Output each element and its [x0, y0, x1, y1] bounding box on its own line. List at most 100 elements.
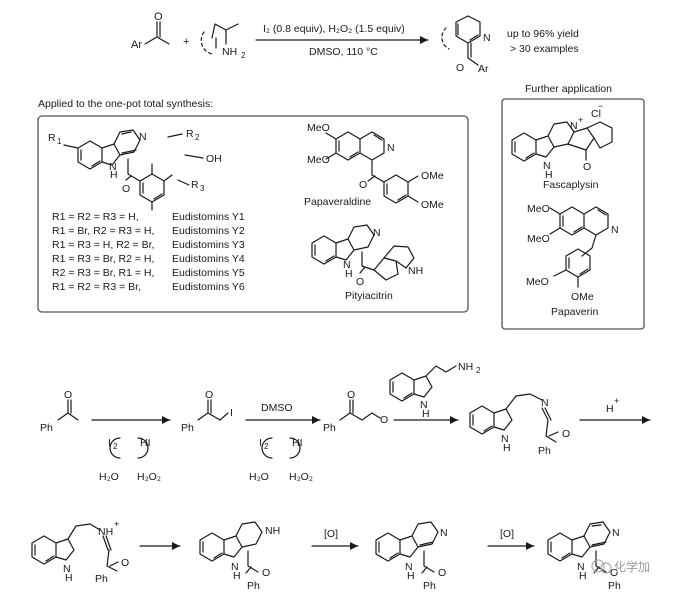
- reaction-conditions-bottom: DMSO, 110 °C: [309, 46, 378, 58]
- svg-text:O: O: [64, 389, 72, 401]
- svg-text:N: N: [231, 561, 239, 573]
- svg-text:MeO: MeO: [527, 203, 550, 215]
- iodoacetophenone: O: [197, 389, 229, 421]
- svg-text:O: O: [562, 428, 570, 440]
- ar-label: Ar: [131, 39, 142, 51]
- svg-text:N: N: [501, 433, 509, 445]
- svg-text:N: N: [405, 561, 413, 573]
- svg-text:[O]: [O]: [500, 528, 514, 540]
- subst-name-1: Eudistomins Y1: [172, 211, 245, 223]
- svg-text:O: O: [121, 557, 129, 569]
- svg-text:H₂O: H₂O: [99, 471, 119, 483]
- papaveraldine-label: Papaveraldine: [304, 196, 371, 208]
- arrow-kornblum: [245, 416, 321, 459]
- svg-text:N: N: [109, 161, 117, 173]
- svg-text:OMe: OMe: [571, 291, 594, 303]
- subst-cond-1: R1 = R2 = R3 = H,: [52, 211, 139, 223]
- product-ketone: N O Ar: [441, 15, 491, 75]
- subst-name-5: Eudistomins Y5: [172, 267, 245, 279]
- svg-text:Ph: Ph: [423, 580, 436, 592]
- eudistomin-substituent-list: R1 = R2 = R3 = H, Eudistomins Y1 R1 = Br…: [52, 211, 245, 293]
- svg-text:OMe: OMe: [421, 199, 444, 211]
- svg-text:N: N: [440, 527, 448, 539]
- imine-intermediate: [469, 393, 559, 443]
- svg-text:Ph: Ph: [608, 580, 621, 592]
- dmso-label: DMSO: [261, 402, 293, 414]
- svg-text:2: 2: [113, 442, 118, 451]
- svg-text:[O]: [O]: [324, 528, 338, 540]
- svg-text:NH: NH: [265, 525, 280, 537]
- svg-text:Ar: Ar: [478, 63, 489, 75]
- svg-text:N: N: [387, 142, 395, 154]
- svg-text:N: N: [612, 527, 620, 539]
- svg-text:O: O: [356, 276, 364, 288]
- svg-text:MeO: MeO: [527, 233, 550, 245]
- svg-text:Ph: Ph: [181, 422, 194, 434]
- svg-text:NH: NH: [408, 265, 423, 277]
- svg-text:O: O: [154, 11, 163, 23]
- svg-text:3: 3: [200, 184, 205, 193]
- svg-text:HI: HI: [292, 437, 303, 449]
- arrow-oxidation-2: [487, 542, 535, 550]
- subst-name-2: Eudistomins Y2: [172, 225, 245, 237]
- eudistomin-structure: [63, 129, 173, 211]
- watermark-text: 化学加: [614, 559, 650, 574]
- arrow-iodination: [91, 416, 171, 459]
- tetrahydro-beta-carboline: [199, 521, 263, 574]
- svg-text:O: O: [438, 567, 446, 579]
- phenylglyoxal: O: [339, 389, 381, 421]
- reaction-conditions-top: I₂ (0.8 equiv), H₂O₂ (1.5 equiv): [263, 23, 405, 35]
- svg-text:H: H: [233, 570, 241, 582]
- pityiacitrin-structure: [311, 224, 415, 281]
- subst-cond-3: R1 = R3 = H, R2 = Br,: [52, 239, 154, 251]
- svg-text:H: H: [407, 570, 415, 582]
- svg-text:N: N: [373, 227, 381, 239]
- svg-text:Ph: Ph: [247, 580, 260, 592]
- arrow-condensation: [393, 416, 459, 424]
- svg-text:MeO: MeO: [526, 276, 549, 288]
- svg-text:O: O: [359, 179, 367, 191]
- svg-text:R: R: [191, 179, 199, 191]
- svg-text:N: N: [577, 561, 585, 573]
- svg-text:OMe: OMe: [421, 170, 444, 182]
- subst-name-6: Eudistomins Y6: [172, 281, 245, 293]
- svg-text:+: +: [114, 519, 119, 529]
- svg-text:I: I: [108, 437, 111, 449]
- svg-text:O: O: [583, 161, 591, 173]
- svg-text:O: O: [380, 414, 388, 426]
- svg-text:R: R: [186, 128, 194, 140]
- svg-text:Ph: Ph: [40, 422, 53, 434]
- acetophenone-reagent: Ar O: [131, 11, 170, 51]
- svg-text:NH: NH: [222, 46, 237, 58]
- svg-text:H: H: [110, 169, 118, 181]
- svg-text:1: 1: [57, 137, 62, 146]
- fascaplysin-structure: [511, 121, 613, 162]
- svg-text:HI: HI: [140, 437, 151, 449]
- svg-text:H: H: [545, 169, 553, 181]
- svg-text:N: N: [63, 563, 71, 575]
- acetophenone-mech: O: [57, 389, 79, 421]
- arrow-cyclization: [139, 542, 181, 550]
- svg-text:H: H: [345, 268, 353, 280]
- right-panel-box: [501, 98, 645, 330]
- svg-text:NH: NH: [98, 526, 113, 538]
- amine-reagent: NH 2: [200, 23, 246, 60]
- svg-text:N: N: [541, 397, 549, 409]
- svg-text:H₂O₂: H₂O₂: [289, 471, 313, 483]
- svg-text:2: 2: [195, 133, 200, 142]
- subst-cond-5: R2 = R3 = Br, R1 = H,: [52, 267, 154, 279]
- svg-text:Ph: Ph: [323, 422, 336, 434]
- svg-text:Ph: Ph: [95, 573, 108, 585]
- svg-text:H: H: [422, 408, 430, 420]
- yield-text: up to 96% yield: [507, 28, 579, 40]
- subst-cond-2: R1 = Br, R2 = R3 = H,: [52, 225, 154, 237]
- svg-text:+: +: [614, 396, 619, 406]
- plus-sign: +: [183, 36, 189, 48]
- svg-text:N: N: [570, 120, 578, 132]
- svg-text:2: 2: [241, 51, 246, 60]
- svg-text:N: N: [611, 224, 619, 236]
- svg-text:O: O: [456, 62, 464, 74]
- svg-text:N: N: [420, 399, 428, 411]
- left-panel-heading: Applied to the one-pot total synthesis:: [38, 98, 213, 110]
